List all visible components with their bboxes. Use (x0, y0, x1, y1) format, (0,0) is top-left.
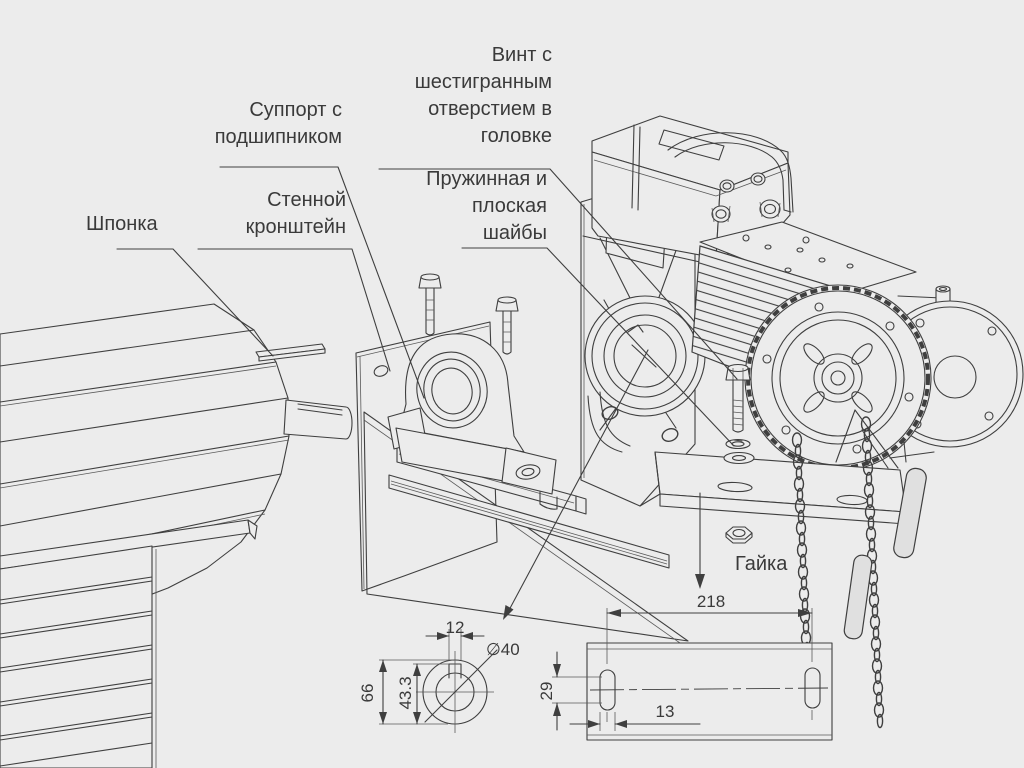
label-nut: Гайка (735, 553, 788, 575)
label-line: плоская (472, 195, 547, 217)
bearing-bolts (418, 273, 519, 355)
spring-flat-washers (723, 438, 755, 465)
barrel-shaft (283, 399, 353, 440)
label-line: отверстием в (428, 98, 552, 120)
dim-bore-diameter: ∅40 (486, 640, 520, 659)
fixing-bolt (725, 363, 751, 433)
mounting-bracket (587, 391, 907, 525)
nut (725, 526, 753, 544)
shutter-curtain (0, 519, 258, 768)
label-line: Стенной (267, 189, 346, 211)
shaft-key (255, 343, 326, 362)
label-line: головке (480, 125, 552, 147)
dim-slot-height: 29 (537, 681, 556, 701)
label-bearing-support: Суппорт с подшипником (215, 97, 342, 151)
detail-mounting-plate (552, 608, 833, 741)
label-line: шестигранным (414, 71, 552, 93)
pillow-block-bearing (387, 333, 557, 495)
label-washers: Пружинная и плоская шайбы (426, 166, 547, 247)
label-line: Пружинная и (426, 168, 547, 190)
label-line: Винт с (491, 44, 552, 66)
label-line: подшипником (214, 126, 342, 148)
chain-handles (843, 441, 927, 640)
detail-shaft-section (379, 629, 498, 733)
dim-plate-hole-spacing: 218 (696, 592, 726, 611)
leader-lines (116, 166, 738, 447)
label-wall-bracket: Стенной кронштейн (246, 187, 346, 241)
label-line: Суппорт с (249, 99, 342, 121)
dim-keyway-width: 12 (445, 618, 465, 637)
cable-glands (711, 172, 781, 223)
dim-keyway-depth: 43.3 (396, 676, 415, 710)
detail-arrows (503, 349, 705, 620)
chain-wheel (744, 284, 932, 472)
label-key: Шпонка (86, 213, 158, 235)
dim-outer-diameter: 66 (358, 683, 377, 703)
label-hex-socket-screw: Винт с шестигранным отверстием в головке (415, 42, 552, 150)
dim-slot-width: 13 (655, 702, 675, 721)
label-line: шайбы (482, 222, 547, 244)
label-line: кронштейн (245, 216, 346, 238)
